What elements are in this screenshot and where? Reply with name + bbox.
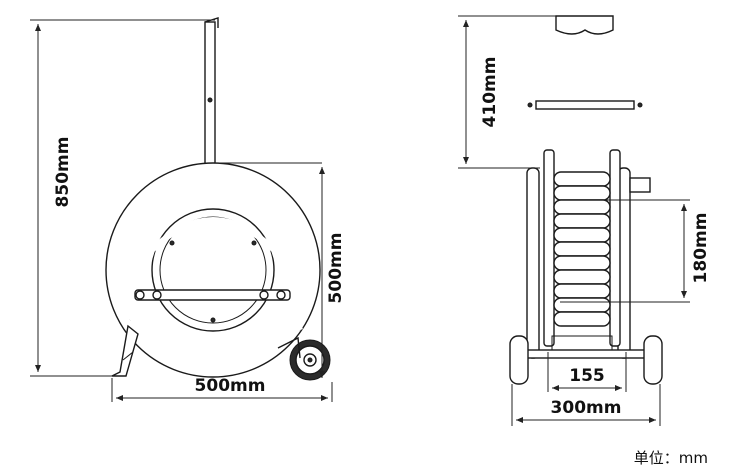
front-total-label: 300mm bbox=[551, 398, 622, 418]
side-drum-label: 500mm bbox=[326, 233, 346, 304]
dim-front-handle: 410mm bbox=[458, 15, 556, 169]
side-handle bbox=[204, 17, 219, 173]
side-drum bbox=[105, 162, 321, 378]
dim-front-total: 300mm bbox=[511, 384, 661, 426]
side-width-label: 500mm bbox=[195, 376, 266, 396]
front-view: 410mm 180mm 155 300mm bbox=[458, 15, 711, 426]
front-coil-label: 180mm bbox=[691, 213, 711, 284]
side-height-label: 850mm bbox=[53, 137, 73, 208]
front-handle bbox=[527, 15, 643, 352]
dim-front-coil: 180mm bbox=[560, 199, 711, 303]
dim-side-height: 850mm bbox=[30, 19, 215, 377]
dim-side-drum: 500mm bbox=[215, 162, 346, 378]
front-handle-label: 410mm bbox=[480, 57, 500, 128]
front-base bbox=[509, 335, 663, 385]
unit-note: 单位：mm bbox=[633, 449, 708, 467]
side-view: 850mm 500mm 500mm bbox=[30, 17, 346, 402]
front-reel bbox=[526, 149, 651, 359]
front-inner-label: 155 bbox=[569, 366, 605, 386]
side-frame bbox=[111, 217, 303, 377]
front-hose-coil bbox=[553, 171, 611, 327]
dim-side-width: 500mm bbox=[111, 376, 333, 402]
dim-front-inner: 155 bbox=[547, 352, 627, 392]
